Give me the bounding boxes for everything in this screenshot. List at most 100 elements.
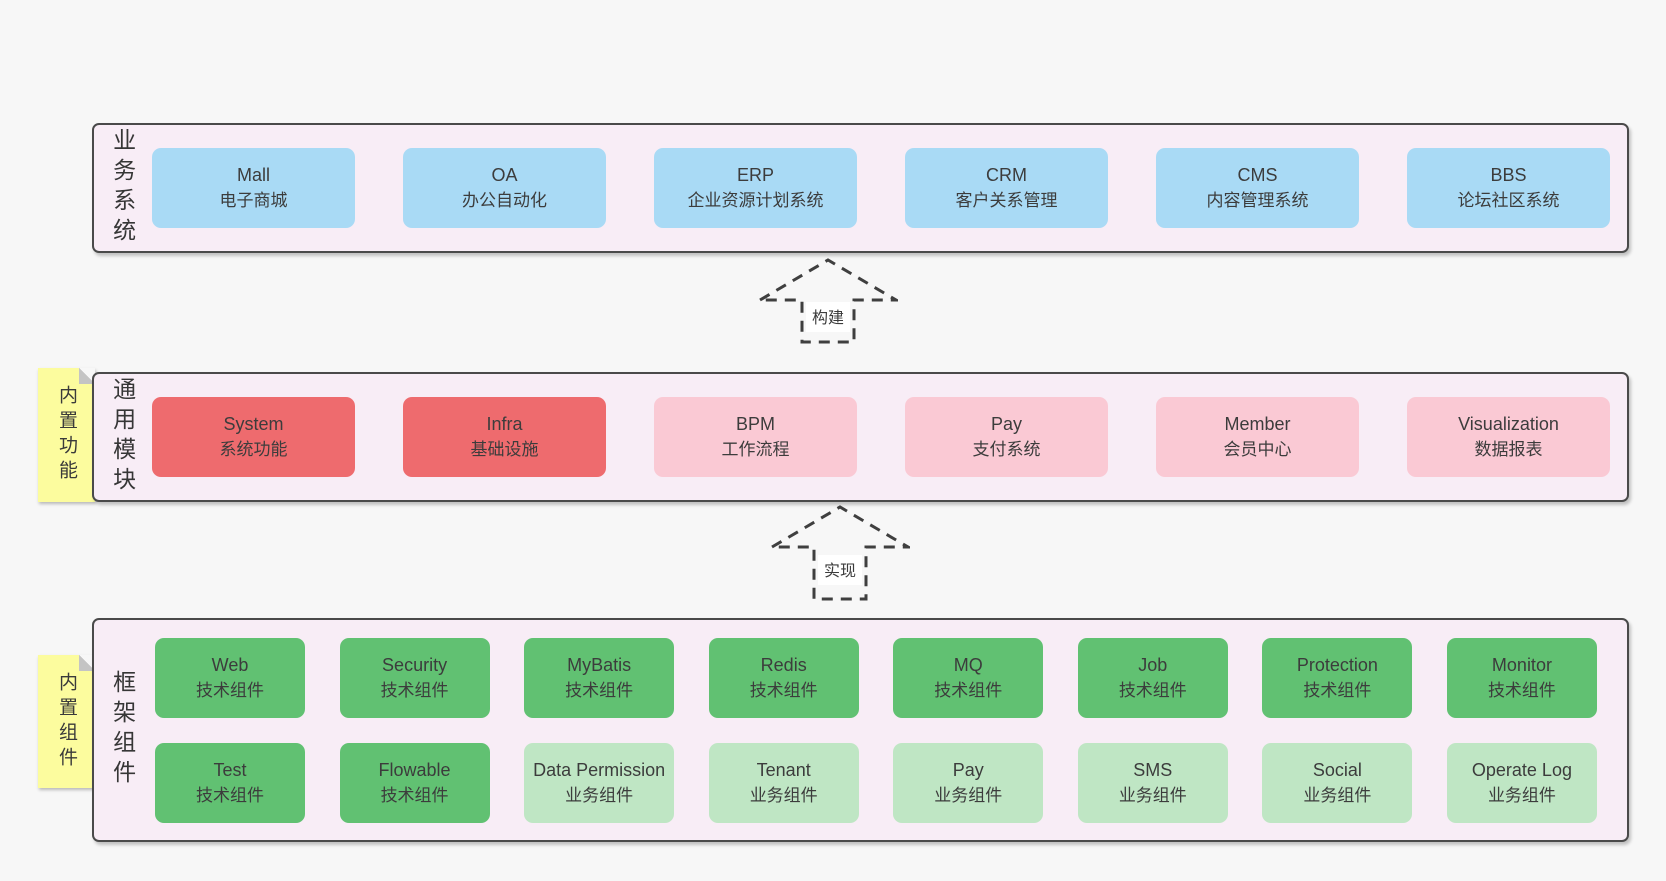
box-title: Web (211, 654, 249, 675)
box-social: Social 业务组件 (1262, 742, 1413, 823)
box-title: BPM (735, 414, 775, 434)
box-title: BBS (1490, 165, 1527, 185)
box-subtitle: 技术组件 (196, 785, 264, 805)
box-title: OA (491, 165, 518, 185)
sticky-note-label: 内置功能 (56, 385, 77, 485)
box-title: Visualization (1458, 414, 1559, 434)
box-mq: MQ 技术组件 (893, 637, 1044, 718)
box-mybatis: MyBatis 技术组件 (524, 637, 675, 718)
box-subtitle: 技术组件 (380, 680, 449, 700)
box-title: Infra (486, 414, 523, 434)
box-subtitle: 业务组件 (934, 785, 1003, 805)
sticky-note-built-in-features: 内置功能 (38, 368, 95, 502)
box-subtitle: 业务组件 (1303, 785, 1372, 805)
box-subtitle: 业务组件 (1118, 785, 1187, 805)
dashed-up-arrow-icon (758, 258, 898, 344)
box-job: Job 技术组件 (1077, 637, 1228, 718)
box-subtitle: 办公自动化 (462, 191, 547, 210)
box-title: SMS (1133, 759, 1173, 780)
implement-arrow-label: 实现 (817, 555, 863, 585)
panel-side-label: 框架组件 (104, 620, 140, 840)
panel-side-label-text: 通用模块 (109, 377, 136, 497)
box-title: Operate Log (1471, 759, 1572, 780)
box-subtitle: 技术组件 (196, 680, 264, 700)
box-tenant: Tenant 业务组件 (708, 742, 859, 823)
box-oa: OA 办公自动化 (403, 148, 606, 228)
box-system: System 系统功能 (152, 397, 355, 477)
panel-side-label-text: 框架组件 (109, 670, 136, 790)
box-cms: CMS 内容管理系统 (1156, 148, 1359, 228)
box-subtitle: 技术组件 (1118, 680, 1187, 700)
box-infra: Infra 基础设施 (403, 397, 606, 477)
box-title: MyBatis (567, 654, 632, 675)
box-title: Member (1224, 414, 1291, 434)
sticky-note-built-in-components: 内置组件 (38, 655, 95, 788)
box-subtitle: 技术组件 (565, 680, 634, 700)
box-title: Protection (1296, 654, 1378, 675)
box-visualization: Visualization 数据报表 (1407, 397, 1610, 477)
box-flowable: Flowable 技术组件 (339, 742, 490, 823)
panel-side-label: 通用模块 (104, 374, 140, 500)
build-arrow-label: 构建 (805, 302, 851, 332)
box-sms: SMS 业务组件 (1077, 742, 1228, 823)
box-subtitle: 论坛社区系统 (1457, 191, 1560, 210)
box-title: Redis (760, 654, 807, 675)
box-title: Monitor (1491, 654, 1552, 675)
panel-row: System 系统功能 Infra 基础设施 BPM 工作流程 Pay 支付系统 Member 会… (152, 397, 1610, 477)
box-subtitle: 会员中心 (1223, 440, 1292, 459)
box-subtitle: 工作流程 (721, 440, 790, 459)
box-title: Mall (236, 165, 270, 185)
box-bpm: BPM 工作流程 (654, 397, 857, 477)
box-title: Data Permission (533, 759, 666, 780)
box-title: Social (1312, 759, 1362, 780)
box-bbs: BBS 论坛社区系统 (1407, 148, 1610, 228)
implement-arrow: 实现 (770, 505, 910, 601)
box-title: CMS (1237, 165, 1278, 185)
box-subtitle: 技术组件 (380, 785, 449, 805)
box-title: System (223, 414, 284, 434)
panel-rows: System 系统功能 Infra 基础设施 BPM 工作流程 Pay 支付系统 Member 会… (140, 374, 1627, 500)
box-subtitle: 企业资源计划系统 (687, 191, 824, 210)
box-title: MQ (953, 654, 983, 675)
sticky-note-label: 内置组件 (56, 671, 77, 772)
box-subtitle: 业务组件 (1487, 785, 1556, 805)
box-title: Tenant (756, 759, 811, 780)
build-arrow: 构建 (758, 258, 898, 344)
panel-side-label-text: 业务系统 (109, 128, 136, 248)
box-title: Pay (990, 414, 1023, 434)
box-title: Flowable (378, 759, 451, 780)
box-web: Web 技术组件 (155, 637, 305, 718)
box-data-permission: Data Permission 业务组件 (524, 742, 675, 823)
box-subtitle: 客户关系管理 (955, 191, 1058, 210)
box-subtitle: 支付系统 (972, 440, 1041, 459)
box-subtitle: 技术组件 (1303, 680, 1372, 700)
box-protection: Protection 技术组件 (1262, 637, 1413, 718)
dashed-up-arrow-icon (770, 505, 910, 601)
box-subtitle: 业务组件 (565, 785, 634, 805)
box-subtitle: 基础设施 (470, 440, 539, 459)
box-subtitle: 内容管理系统 (1206, 191, 1309, 210)
box-subtitle: 数据报表 (1474, 440, 1543, 459)
panel-common-modules: 通用模块 System 系统功能 Infra 基础设施 BPM 工作流程 Pay 支付系统 Me… (92, 372, 1629, 502)
box-subtitle: 系统功能 (219, 440, 288, 459)
box-subtitle: 业务组件 (749, 785, 818, 805)
panel-side-label: 业务系统 (104, 125, 140, 251)
box-subtitle: 技术组件 (749, 680, 818, 700)
box-title: Job (1138, 654, 1168, 675)
box-subtitle: 技术组件 (934, 680, 1003, 700)
